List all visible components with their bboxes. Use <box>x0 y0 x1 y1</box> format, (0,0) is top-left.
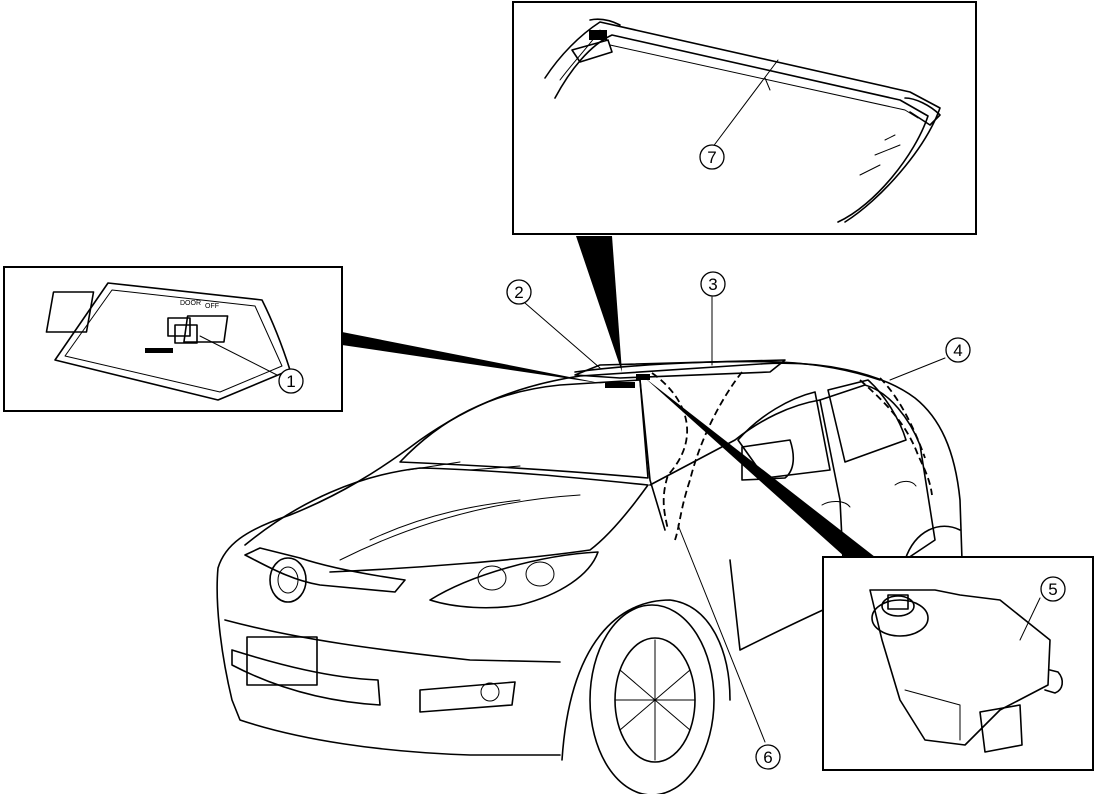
front-grille <box>244 547 406 593</box>
front-drain-hose <box>651 372 689 531</box>
svg-text:1: 1 <box>286 372 295 391</box>
switch-label-door: DOOR <box>180 300 201 307</box>
side-mirror <box>741 439 795 481</box>
callout-4: 4 <box>945 337 971 363</box>
sunroof-motor <box>869 589 1051 746</box>
sunroof-switch-marker <box>605 382 635 388</box>
front-door-window <box>737 391 831 479</box>
motor-connector <box>979 704 1023 753</box>
overhead-console <box>54 282 291 401</box>
svg-text:3: 3 <box>708 275 717 294</box>
fog-lamp <box>480 682 500 702</box>
sunroof-panel <box>574 359 786 379</box>
leader-wedges <box>342 236 875 557</box>
vehicle-illustration <box>216 359 963 794</box>
hood <box>244 467 649 573</box>
sunroof-tilt-switch <box>174 324 198 344</box>
front-bumper <box>224 619 561 663</box>
svg-text:5: 5 <box>1048 580 1057 599</box>
rear-door-window <box>827 379 907 463</box>
lower-grille <box>231 649 381 706</box>
svg-text:2: 2 <box>514 283 523 302</box>
roof-line <box>574 360 881 381</box>
sunroof-motor-marker <box>636 374 650 380</box>
headlight <box>429 551 599 609</box>
callout-6: 6 <box>755 744 781 770</box>
windshield <box>399 379 649 479</box>
svg-text:6: 6 <box>763 748 772 767</box>
front-wheel <box>589 604 715 794</box>
sunroof-slide-switch <box>167 317 191 337</box>
vehicle-body-outline <box>216 362 963 756</box>
inset-frame <box>512 1 977 235</box>
callout-3: 3 <box>700 271 726 297</box>
sunroof-frame-inset <box>512 1 977 235</box>
callout-leader-lines <box>199 59 1041 743</box>
svg-text:4: 4 <box>953 341 962 360</box>
motor-drive-gear <box>881 595 915 617</box>
callout-5: 5 <box>1040 576 1066 602</box>
svg-text:7: 7 <box>707 148 716 167</box>
brand-emblem <box>269 557 307 603</box>
rear-drain-hose <box>859 379 933 496</box>
callout-2: 2 <box>506 279 532 305</box>
callout-1: 1 <box>278 368 304 394</box>
license-plate <box>246 636 318 686</box>
callout-7: 7 <box>699 144 725 170</box>
switch-label-off: OFF <box>205 303 219 310</box>
